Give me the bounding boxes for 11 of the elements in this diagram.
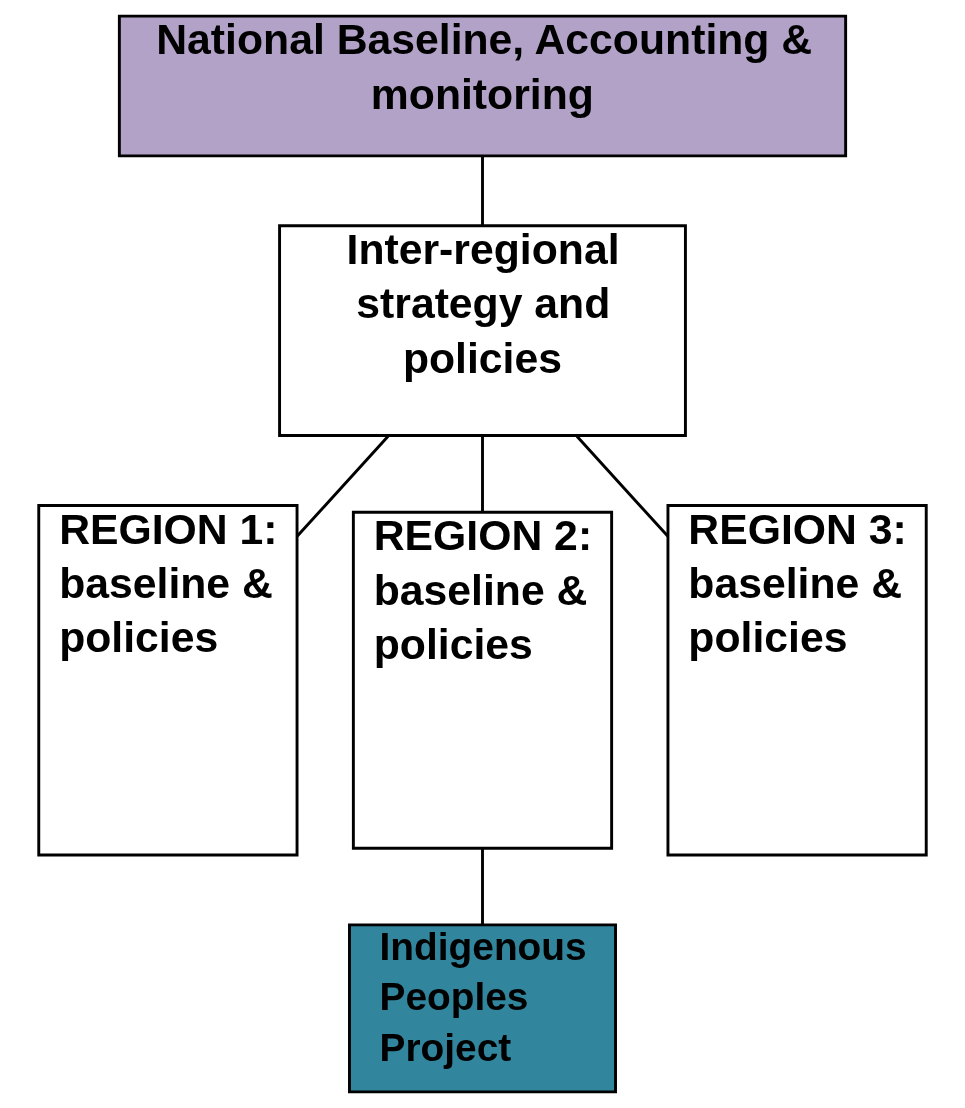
connector (575, 435, 669, 538)
node-box: REGION 3: baseline & policies (666, 504, 928, 857)
node-box: National Baseline, Accounting & monitoring (117, 14, 848, 158)
node-box: Indigenous Peoples Project (348, 923, 617, 1094)
node-box: REGION 2: baseline & policies (351, 510, 614, 850)
connector (296, 435, 390, 538)
node-box: Inter-regional strategy and policies (278, 224, 687, 437)
node-box: REGION 1: baseline & policies (37, 504, 299, 857)
connector (481, 436, 484, 512)
connector (481, 849, 484, 925)
connector (481, 156, 484, 226)
